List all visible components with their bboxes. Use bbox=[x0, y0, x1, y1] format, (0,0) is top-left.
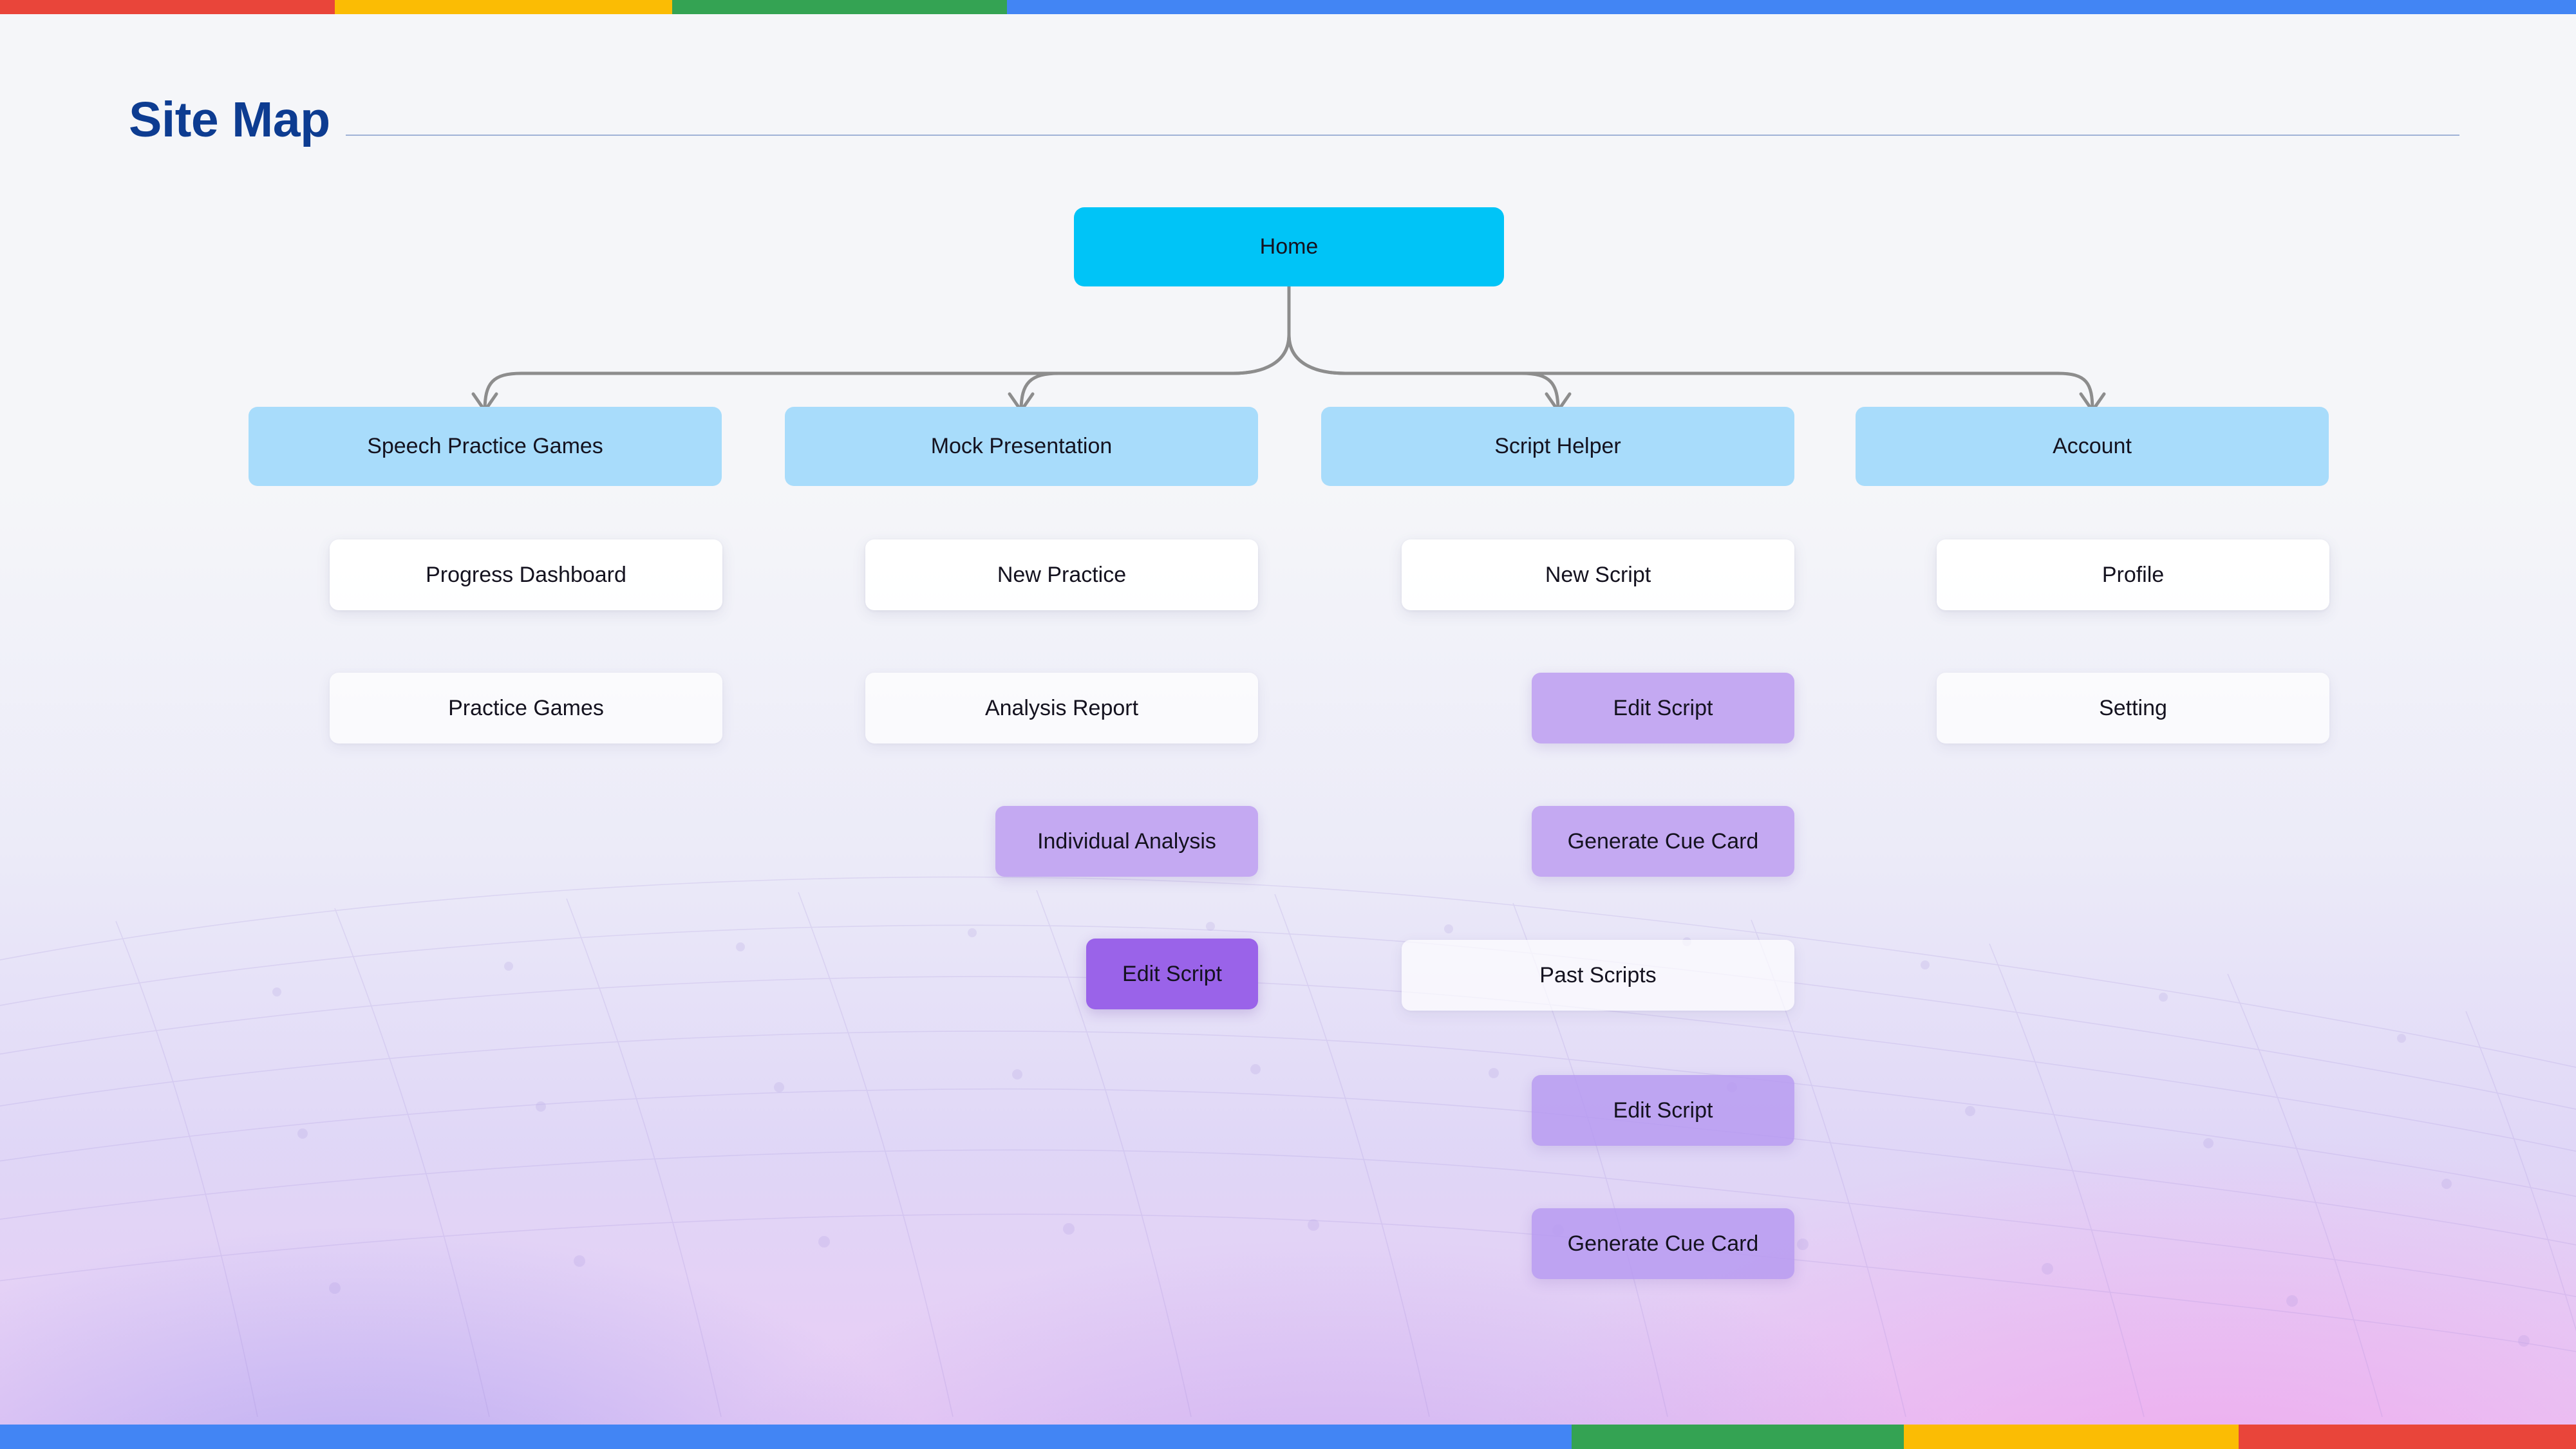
node-edit-script-mock[interactable]: Edit Script bbox=[1086, 939, 1258, 1009]
bottom-bar-segment-yellow bbox=[1903, 1425, 2239, 1449]
node-mock-presentation[interactable]: Mock Presentation bbox=[785, 407, 1258, 486]
node-label: Progress Dashboard bbox=[426, 562, 626, 587]
node-new-script[interactable]: New Script bbox=[1402, 539, 1794, 610]
bottom-bar-segment-red bbox=[2238, 1425, 2576, 1449]
background-gradient-wash bbox=[0, 483, 2576, 1449]
node-label: Mock Presentation bbox=[930, 434, 1113, 459]
node-individual-analysis[interactable]: Individual Analysis bbox=[995, 806, 1258, 877]
node-generate-cue-card-helper[interactable]: Generate Cue Card bbox=[1532, 806, 1794, 877]
node-label: Practice Games bbox=[448, 695, 604, 720]
top-bar-segment-green bbox=[672, 0, 1008, 14]
node-label: Edit Script bbox=[1613, 1098, 1713, 1123]
top-bar-segment-red bbox=[0, 0, 335, 14]
node-profile[interactable]: Profile bbox=[1937, 539, 2329, 610]
page-title: Site Map bbox=[129, 92, 330, 147]
node-label: Analysis Report bbox=[984, 695, 1139, 720]
bottom-color-bar bbox=[0, 1425, 2576, 1449]
node-label: Profile bbox=[2101, 562, 2165, 587]
node-label: Edit Script bbox=[1122, 961, 1222, 986]
node-setting[interactable]: Setting bbox=[1937, 673, 2329, 743]
node-label: Generate Cue Card bbox=[1567, 828, 1759, 854]
node-label: Individual Analysis bbox=[1037, 828, 1216, 854]
node-label: Account bbox=[2053, 434, 2132, 459]
node-generate-cue-card-past[interactable]: Generate Cue Card bbox=[1532, 1208, 1794, 1279]
top-bar-segment-yellow bbox=[335, 0, 673, 14]
node-label: New Practice bbox=[997, 562, 1127, 587]
bottom-bar-segment-green bbox=[1571, 1425, 1904, 1449]
background-network-mesh bbox=[0, 689, 2576, 1449]
node-home[interactable]: Home bbox=[1074, 207, 1504, 286]
node-label: New Script bbox=[1545, 562, 1651, 587]
node-edit-script-helper[interactable]: Edit Script bbox=[1532, 673, 1794, 743]
title-divider-rule bbox=[345, 135, 2459, 136]
node-past-scripts[interactable]: Past Scripts bbox=[1402, 940, 1794, 1011]
node-label: Setting bbox=[2099, 695, 2167, 720]
node-new-practice[interactable]: New Practice bbox=[865, 539, 1258, 610]
node-progress-dashboard[interactable]: Progress Dashboard bbox=[330, 539, 722, 610]
page-header: Site Map bbox=[129, 95, 2459, 145]
node-label: Past Scripts bbox=[1539, 962, 1657, 987]
top-color-bar bbox=[0, 0, 2576, 14]
node-label: Generate Cue Card bbox=[1567, 1231, 1759, 1256]
node-label: Speech Practice Games bbox=[367, 434, 603, 459]
node-edit-script-past[interactable]: Edit Script bbox=[1532, 1075, 1794, 1146]
node-label: Script Helper bbox=[1494, 434, 1621, 459]
node-speech-practice-games[interactable]: Speech Practice Games bbox=[249, 407, 722, 486]
node-analysis-report[interactable]: Analysis Report bbox=[865, 673, 1258, 743]
node-practice-games[interactable]: Practice Games bbox=[330, 673, 722, 743]
node-label: Edit Script bbox=[1613, 695, 1713, 720]
top-bar-segment-blue bbox=[1007, 0, 2576, 14]
node-script-helper[interactable]: Script Helper bbox=[1321, 407, 1794, 486]
node-label: Home bbox=[1259, 234, 1319, 259]
node-account[interactable]: Account bbox=[1856, 407, 2329, 486]
bottom-bar-segment-blue bbox=[0, 1425, 1572, 1449]
